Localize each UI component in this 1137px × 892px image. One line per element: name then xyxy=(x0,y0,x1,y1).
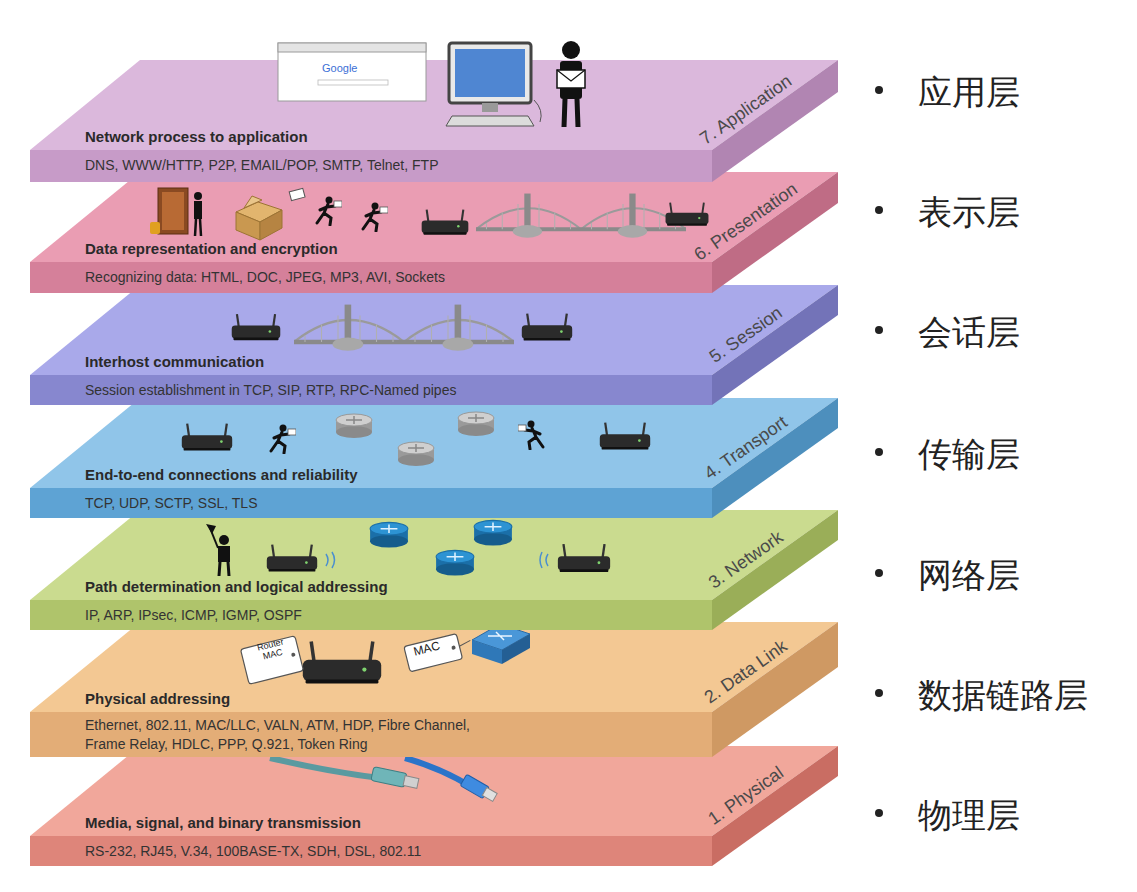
band-front xyxy=(30,150,712,182)
osi-layer-band: 4. TransportEnd-to-end connections and r… xyxy=(30,393,840,518)
band-front xyxy=(30,600,712,630)
letter xyxy=(289,188,305,200)
protocol-list: Session establishment in TCP, SIP, RTP, … xyxy=(85,381,456,400)
layer-name: 5. Session xyxy=(706,302,787,367)
band-front xyxy=(30,712,712,757)
protocol-list: DNS, WWW/HTTP, P2P, EMAIL/POP, SMTP, Tel… xyxy=(85,156,438,175)
router xyxy=(666,203,709,226)
layer-name: 2. Data Link xyxy=(701,636,792,708)
layer-heading: Data representation and encryption xyxy=(85,240,338,257)
router xyxy=(303,642,381,684)
band-top xyxy=(30,285,838,375)
bullets xyxy=(875,86,883,817)
layer-chinese-name: 应用层 xyxy=(918,70,1020,116)
bridge xyxy=(294,305,514,351)
band-top xyxy=(30,746,838,836)
band-front xyxy=(30,836,712,866)
band-top xyxy=(30,510,838,600)
presentation-band xyxy=(30,172,838,293)
layer-chinese-name: 数据链路层 xyxy=(918,673,1088,719)
session-band xyxy=(30,285,838,405)
router xyxy=(370,522,408,547)
router xyxy=(474,520,512,545)
bridge xyxy=(476,194,686,238)
icon-text: Google xyxy=(322,62,357,74)
band-top xyxy=(30,398,838,488)
router xyxy=(336,414,372,438)
router xyxy=(558,544,610,572)
osi-layer-band: 6. PresentationData representation and e… xyxy=(30,167,840,293)
band-front xyxy=(30,375,712,405)
layer-name: 3. Network xyxy=(705,527,788,594)
browser-window xyxy=(278,43,426,101)
router xyxy=(267,545,317,572)
runner xyxy=(317,197,342,226)
runner xyxy=(363,203,388,232)
protocol-list: TCP, UDP, SCTP, SSL, TLS xyxy=(85,494,257,513)
protocol-list: IP, ARP, IPsec, ICMP, IGMP, OSPF xyxy=(85,606,302,625)
mac-tag xyxy=(240,636,303,684)
osi-layer-band: 1. PhysicalMedia, signal, and binary tra… xyxy=(30,741,840,866)
signal xyxy=(540,552,548,568)
band-front xyxy=(30,488,712,518)
protocol-list: Ethernet, 802.11, MAC/LLC, VALN, ATM, HD… xyxy=(85,716,510,754)
signpost-person xyxy=(206,524,230,576)
transport-band xyxy=(30,398,838,518)
layer-heading: End-to-end connections and reliability xyxy=(85,466,358,483)
layer-name: 1. Physical xyxy=(704,762,787,829)
layer-name: 6. Presentation xyxy=(690,179,801,266)
band-front xyxy=(30,262,712,293)
router xyxy=(422,210,469,235)
osi-layer-band: 7. ApplicationNetwork process to applica… xyxy=(30,55,840,182)
layer-heading: Physical addressing xyxy=(85,690,230,707)
runner xyxy=(518,421,543,450)
computer xyxy=(446,43,541,126)
router xyxy=(522,314,572,341)
physical-band xyxy=(30,746,838,866)
parcel-box xyxy=(236,196,282,240)
router xyxy=(232,314,281,340)
osi-layer-band: 3. NetworkPath determination and logical… xyxy=(30,505,840,630)
icon-text: MAC xyxy=(412,639,441,659)
cables xyxy=(270,758,497,801)
signal xyxy=(326,552,335,568)
router xyxy=(458,412,494,436)
layer-heading: Network process to application xyxy=(85,128,308,145)
layer-name: 4. Transport xyxy=(701,412,792,484)
layer-heading: Path determination and logical addressin… xyxy=(85,578,388,595)
band-top xyxy=(30,60,838,150)
runner xyxy=(271,425,296,454)
mail-person xyxy=(557,41,585,127)
icon-text: Router MAC xyxy=(248,635,295,665)
router xyxy=(398,442,434,466)
application-band xyxy=(30,41,838,182)
protocol-list: RS-232, RJ45, V.34, 100BASE-TX, SDH, DSL… xyxy=(85,842,421,861)
router xyxy=(600,423,650,450)
layer-chinese-name: 传输层 xyxy=(918,432,1020,478)
osi-layer-band: 5. SessionInterhost communicationSession… xyxy=(30,280,840,405)
layer-heading: Media, signal, and binary transmission xyxy=(85,814,361,831)
layer-chinese-name: 网络层 xyxy=(918,553,1020,599)
layer-heading: Interhost communication xyxy=(85,353,264,370)
vault-door xyxy=(150,188,202,236)
layer-chinese-name: 物理层 xyxy=(918,793,1020,839)
datalink-band xyxy=(30,622,838,757)
band-top xyxy=(30,622,838,712)
layer-chinese-name: 表示层 xyxy=(918,190,1020,236)
router xyxy=(436,550,474,575)
osi-layer-band: 2. Data LinkPhysical addressingEthernet,… xyxy=(30,617,840,757)
network-band xyxy=(30,510,838,630)
layer-chinese-name: 会话层 xyxy=(918,310,1020,356)
mac-tag xyxy=(404,631,474,672)
layer-name: 7. Application xyxy=(696,71,796,150)
router xyxy=(182,424,232,451)
protocol-list: Recognizing data: HTML, DOC, JPEG, MP3, … xyxy=(85,268,445,287)
